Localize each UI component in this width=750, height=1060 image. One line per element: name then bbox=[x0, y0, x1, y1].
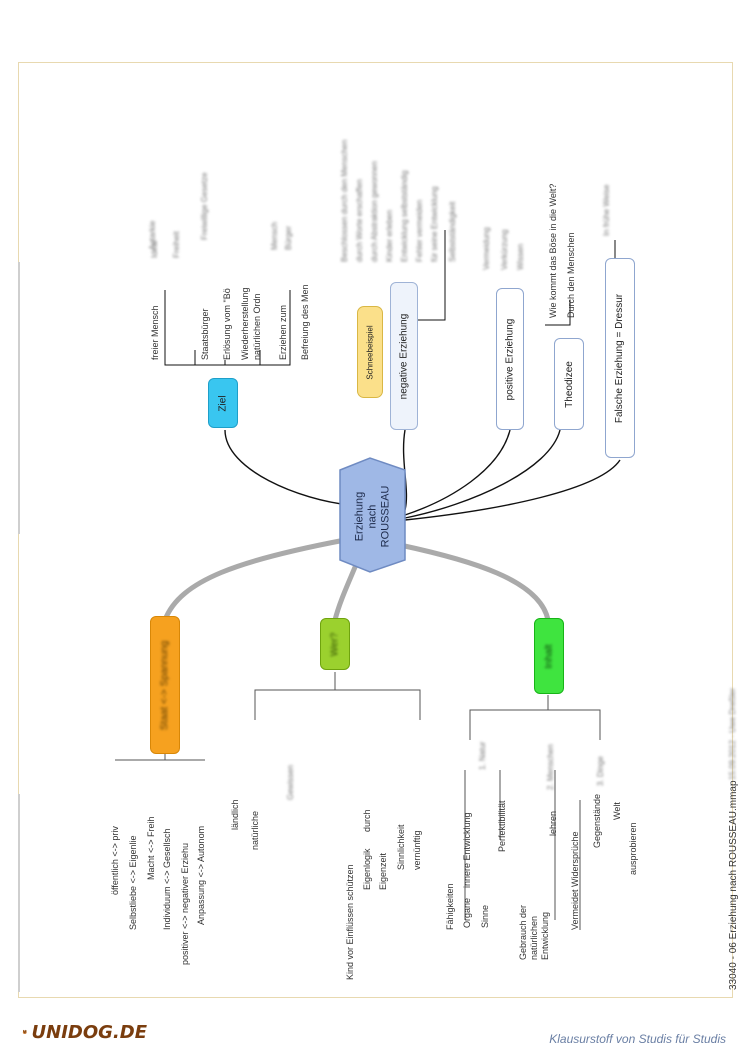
wer-item: Kind vor Einflüssen schützen bbox=[345, 864, 355, 980]
branch-inhalt[interactable]: Inhalt bbox=[534, 618, 564, 694]
branch-negativ-label: negative Erziehung bbox=[398, 313, 410, 399]
spannung-item: öffentlich <-> priv bbox=[110, 826, 120, 895]
scan-edge-lower bbox=[18, 794, 20, 992]
ziel-item: Erziehen zum bbox=[278, 304, 288, 360]
callout-schnee[interactable]: Schneebeispiel bbox=[357, 306, 383, 398]
inhalt-item: Sinne bbox=[480, 904, 490, 928]
inhalt-item: innere Entwicklung bbox=[462, 812, 472, 888]
theodizee-item: Wie kommt das Böse in die Welt? bbox=[548, 183, 558, 318]
inhalt-item: 3. Dinge bbox=[596, 756, 605, 786]
center-line-2: nach bbox=[366, 504, 379, 528]
wer-item: Sinnlichkeit bbox=[396, 824, 406, 870]
inhalt-item: 2. Menschen bbox=[546, 744, 555, 790]
spannung-item: Individuum <-> Gesellsch bbox=[162, 828, 172, 930]
unidog-logo[interactable]: UNIDOG.DE bbox=[22, 1014, 147, 1050]
callout-schnee-label: Schneebeispiel bbox=[365, 324, 375, 380]
branch-wer-label: Wer? bbox=[329, 632, 341, 656]
file-name: 33040 - 06 Erziehung nach ROUSSEAU.mmap bbox=[728, 780, 739, 990]
branch-inhalt-label: Inhalt bbox=[543, 643, 555, 669]
ziel-item: Wiederherstellung bbox=[240, 287, 250, 360]
line-positiv bbox=[404, 429, 511, 516]
negativ-item: Beschlossen durch den Menschen bbox=[340, 139, 349, 262]
line-falsch bbox=[404, 459, 621, 521]
ziel-sub: Freiwillige Gesetze bbox=[200, 172, 209, 240]
scan-edge bbox=[18, 262, 20, 534]
wer-item: ländlich bbox=[230, 799, 240, 830]
ziel-item: freier Mensch bbox=[150, 305, 160, 360]
branch-negativ[interactable]: negative Erziehung bbox=[390, 282, 418, 430]
center-line-3: ROUSSEAU bbox=[379, 485, 392, 547]
falsch-item: In frühe Weise bbox=[602, 184, 611, 236]
center-node[interactable]: Erziehung nach ROUSSEAU bbox=[340, 470, 406, 562]
ziel-sub: Bürger bbox=[284, 225, 293, 250]
positiv-item: Verkürzung bbox=[500, 229, 509, 270]
branch-theodizee[interactable]: Theodizee bbox=[554, 338, 584, 430]
ziel-item: Staatsbürger bbox=[200, 308, 210, 360]
branch-positiv[interactable]: positive Erziehung bbox=[496, 288, 524, 430]
branch-positiv-label: positive Erziehung bbox=[504, 318, 516, 400]
inhalt-item: Perfektibilität bbox=[497, 800, 507, 852]
line-inhalt bbox=[397, 542, 551, 623]
line-spannung bbox=[162, 537, 348, 623]
positiv-item: Wissen bbox=[516, 243, 525, 270]
branch-ziel-label: Ziel bbox=[217, 394, 229, 412]
spannung-item: Selbstliebe <-> Eigenlie bbox=[128, 835, 138, 930]
negativ-item: Entwicklung selbstständig bbox=[400, 170, 409, 262]
branch-theodizee-label: Theodizee bbox=[563, 360, 575, 408]
inhalt-item: lehren bbox=[548, 810, 558, 836]
negativ-item: Kinder erleben bbox=[385, 209, 394, 262]
branch-spannung-label: Staat <-> Spannung bbox=[159, 640, 171, 730]
positiv-item: Vermeidung bbox=[482, 227, 491, 270]
wer-item: vernünftig bbox=[412, 830, 422, 870]
ziel-item: Erlösung vom "Bö bbox=[222, 288, 232, 360]
inhalt-item: ausprobieren bbox=[628, 822, 638, 875]
negativ-item: durch Abstraktion gewonnen bbox=[370, 161, 379, 262]
ziel-item: natürlichen Ordn bbox=[252, 293, 262, 360]
wer-item: natürliche bbox=[250, 810, 260, 850]
ziel-sub: Freiheit bbox=[172, 231, 181, 258]
branch-ziel[interactable]: Ziel bbox=[208, 378, 238, 428]
inhalt-item: Vermeidet Widersprüche bbox=[570, 831, 580, 930]
wer-item: Eigenlogik bbox=[362, 848, 372, 890]
branch-falsch[interactable]: Falsche Erziehung = Dressur bbox=[605, 258, 635, 458]
theodizee-item: Durch den Menschen bbox=[566, 232, 576, 318]
slogan: Klausurstoff von Studis für Studis bbox=[549, 1032, 726, 1046]
wer-item: Eigenzeit bbox=[378, 852, 388, 890]
spannung-item: Macht <-> Freih bbox=[146, 816, 156, 880]
center-line-1: Erziehung bbox=[353, 491, 366, 541]
negativ-item: Fehler vermeiden bbox=[415, 199, 424, 262]
branch-wer[interactable]: Wer? bbox=[320, 618, 350, 670]
wer-item: durch bbox=[362, 809, 372, 832]
spannung-item: positiver <-> negativer Erziehu bbox=[180, 842, 190, 965]
inhalt-item: Gegenstände bbox=[592, 793, 602, 848]
dog-icon bbox=[22, 1029, 27, 1034]
negativ-item: für seine Entwicklung bbox=[430, 186, 439, 262]
line-ziel bbox=[224, 429, 351, 506]
wer-item: Gewissen bbox=[286, 764, 295, 800]
inhalt-item: 1. Natur bbox=[478, 741, 487, 770]
ziel-item: Befreiung des Men bbox=[300, 284, 310, 360]
file-date: 15.09.2012 - Uwe Dreßler bbox=[728, 687, 737, 780]
negativ-item: durch Worte erschaffen bbox=[355, 179, 364, 262]
inhalt-item: Gebrauch der natürlichen Entwicklung bbox=[518, 904, 550, 960]
ziel-sub: Ideal bbox=[150, 240, 159, 258]
line-theodizee bbox=[404, 429, 561, 519]
logo-text: UNIDOG.DE bbox=[31, 1021, 147, 1043]
branch-falsch-label: Falsche Erziehung = Dressur bbox=[614, 293, 626, 423]
branch-spannung[interactable]: Staat <-> Spannung bbox=[150, 616, 180, 754]
negativ-item: Selbstständigkeit bbox=[448, 201, 457, 262]
inhalt-item: Organe bbox=[462, 897, 472, 928]
inhalt-item: Welt bbox=[612, 802, 622, 820]
inhalt-item: Fähigkeiten bbox=[445, 883, 455, 930]
spannung-item: Anpassung <-> Autonom bbox=[196, 825, 206, 925]
ziel-sub: Mensch bbox=[270, 221, 279, 250]
